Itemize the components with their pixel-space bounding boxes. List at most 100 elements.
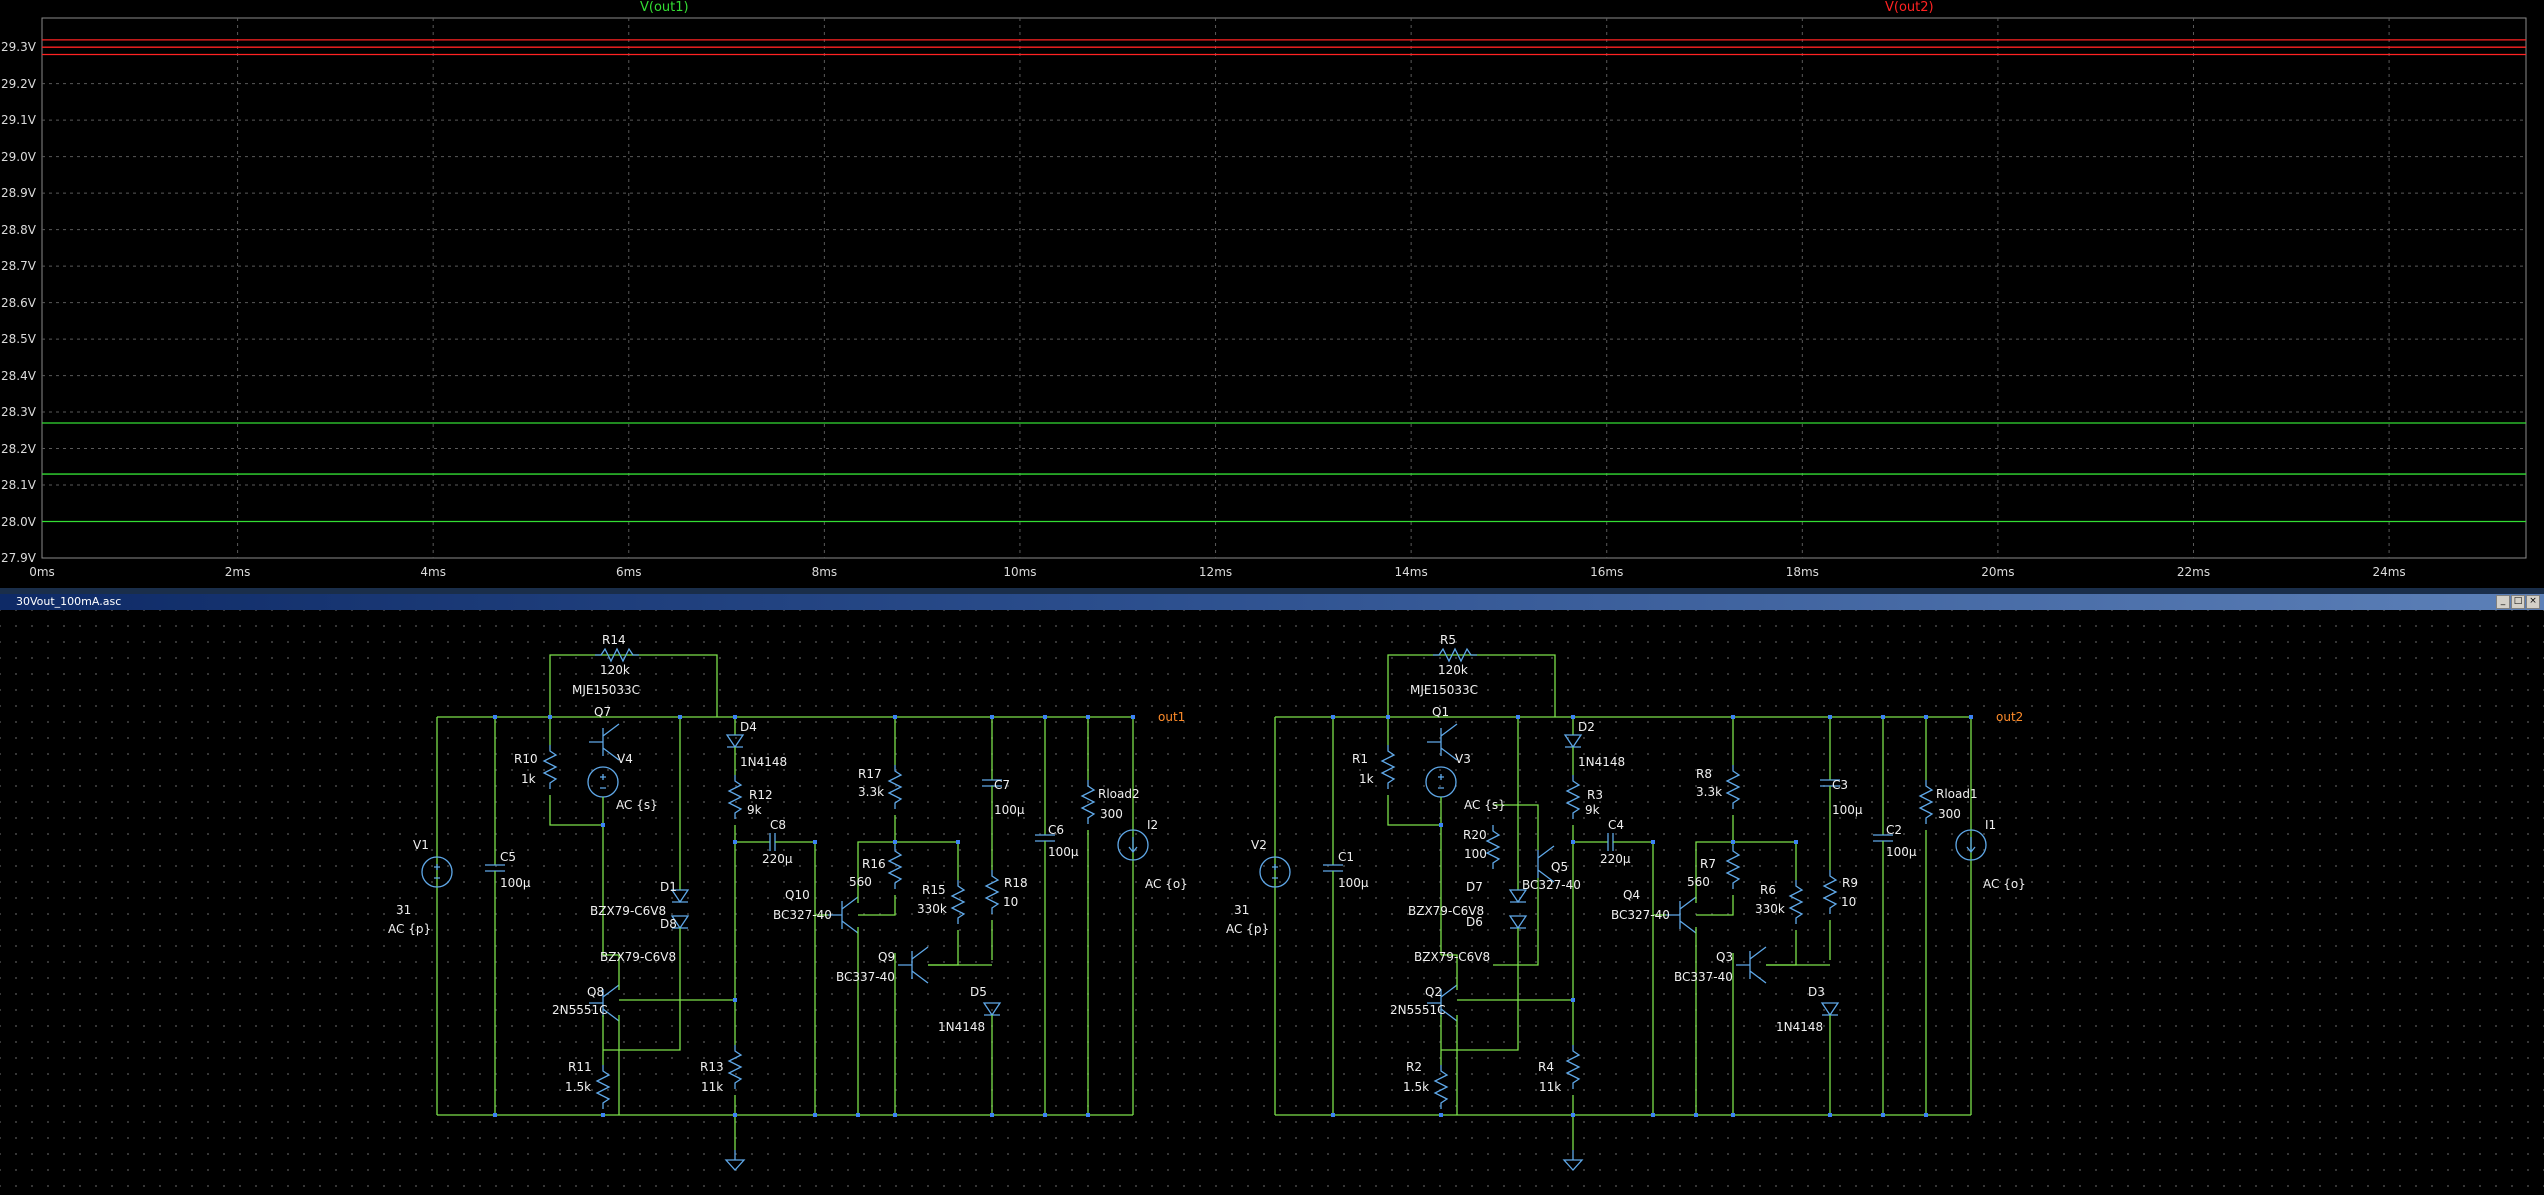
label-q8m: 2N5551C — [552, 1003, 608, 1017]
input-voltage-source-sign — [434, 864, 440, 879]
label-r13: R13 — [700, 1060, 724, 1074]
junction — [893, 1113, 897, 1117]
label-d6m2: BZX79-C6V8 — [1414, 950, 1491, 964]
junction — [601, 823, 605, 827]
transistor-q9 — [898, 946, 929, 984]
label-r14v: 120k — [600, 663, 630, 677]
capacitor-c8 — [1607, 833, 1614, 851]
x-tick-label: 10ms — [1003, 565, 1037, 579]
junction — [813, 1113, 817, 1117]
ground-symbol — [724, 1150, 746, 1171]
zener-d8 — [1508, 915, 1528, 930]
junction — [1086, 715, 1090, 719]
junction — [856, 1113, 860, 1117]
label-r9v: 10 — [1841, 895, 1857, 909]
label-r16v: 560 — [849, 875, 872, 889]
label-i1v: AC {o} — [1983, 877, 2026, 891]
junction — [1571, 715, 1575, 719]
x-tick-label: 22ms — [2176, 565, 2211, 579]
schematic-titlebar[interactable]: 30Vout_100mA.asc _ □ × — [0, 594, 2544, 610]
label-rload1: Rload1 — [1936, 787, 1978, 801]
label-r8: R8 — [1696, 767, 1712, 781]
label-c7: C7 — [994, 778, 1011, 792]
y-tick-label: 28.5V — [1, 332, 36, 347]
label-c3: C3 — [1832, 778, 1849, 792]
label-r20: R20 — [1463, 828, 1487, 842]
label-q7: Q7 — [594, 705, 612, 719]
label-r14: R14 — [602, 633, 626, 647]
resistor-r14 — [1433, 647, 1477, 663]
label-r18: R18 — [1004, 876, 1028, 890]
waveform-plot[interactable] — [0, 0, 2544, 588]
resistor-r16 — [1725, 845, 1741, 889]
label-c6v: 100µ — [1048, 845, 1079, 859]
zener-d1 — [670, 889, 690, 904]
close-button[interactable]: × — [2526, 595, 2540, 609]
junction — [1881, 715, 1885, 719]
label-q3m: BC337-40 — [1674, 970, 1733, 984]
label-v1ac: AC {p} — [388, 922, 432, 936]
label-d7: D7 — [1466, 880, 1483, 894]
label-c3v: 100µ — [1832, 803, 1863, 817]
label-r15v: 330k — [917, 902, 947, 916]
capacitor-c5 — [1323, 864, 1343, 872]
current-source-arrow — [1128, 837, 1138, 854]
junction — [1924, 715, 1928, 719]
maximize-button[interactable]: □ — [2511, 595, 2525, 609]
label-v3: V3 — [1455, 752, 1471, 766]
pane-splitter[interactable] — [0, 588, 2544, 594]
junction — [1651, 1113, 1655, 1117]
label-r9: R9 — [1842, 876, 1858, 890]
label-i1: I1 — [1985, 818, 1997, 832]
label-rload1v: 300 — [1938, 807, 1961, 821]
label-net: out1 — [1158, 710, 1186, 724]
junction — [1881, 1113, 1885, 1117]
resistor-r10 — [542, 745, 558, 789]
schematic-window-title: 30Vout_100mA.asc — [16, 595, 122, 608]
resistor-r18 — [984, 870, 1000, 914]
label-r8v: 3.3k — [1696, 785, 1723, 799]
label-q10: Q10 — [785, 888, 810, 902]
label-q4m: BC327-40 — [1611, 908, 1670, 922]
label-r2v: 1.5k — [1403, 1080, 1430, 1094]
label-q2: Q2 — [1425, 985, 1443, 999]
resistor-r15 — [1788, 880, 1804, 924]
circuit-out2 — [1259, 647, 1987, 1171]
label-c6: C6 — [1048, 823, 1065, 837]
label-d4m: 1N4148 — [740, 755, 788, 769]
label-r12v: 9k — [747, 803, 762, 817]
ground-symbol — [1562, 1150, 1584, 1171]
ac-source-v4-sign — [1438, 774, 1444, 789]
label-v3v: AC {s} — [1464, 798, 1506, 812]
junction — [1043, 1113, 1047, 1117]
circuit-out1 — [421, 647, 1149, 1171]
input-voltage-source — [421, 856, 453, 888]
ac-source-v4 — [1425, 766, 1457, 798]
junction — [1794, 840, 1798, 844]
label-q5m: BC327-40 — [1522, 878, 1581, 892]
y-tick-label: 29.1V — [1, 113, 36, 128]
label-i2: I2 — [1147, 818, 1159, 832]
y-tick-label: 29.0V — [1, 149, 36, 164]
resistor-r16 — [887, 845, 903, 889]
x-tick-label: 6ms — [615, 565, 642, 579]
junction — [1043, 715, 1047, 719]
label-v4v: AC {s} — [616, 798, 658, 812]
resistor-r12 — [727, 775, 743, 819]
resistor-r10 — [1380, 745, 1396, 789]
minimize-button[interactable]: _ — [2496, 595, 2510, 609]
junction — [1731, 1113, 1735, 1117]
transistor-q7 — [1427, 723, 1458, 761]
label-r16: R16 — [862, 857, 886, 871]
label-q1m: MJE15033C — [1410, 683, 1479, 697]
junction — [1828, 1113, 1832, 1117]
label-c4v: 220µ — [1600, 852, 1631, 866]
junction — [813, 840, 817, 844]
schematic-drawing[interactable] — [0, 610, 2544, 1195]
label-r7: R7 — [1700, 857, 1716, 871]
junction — [990, 1113, 994, 1117]
label-r2: R2 — [1406, 1060, 1422, 1074]
transistor-q10 — [828, 896, 859, 934]
